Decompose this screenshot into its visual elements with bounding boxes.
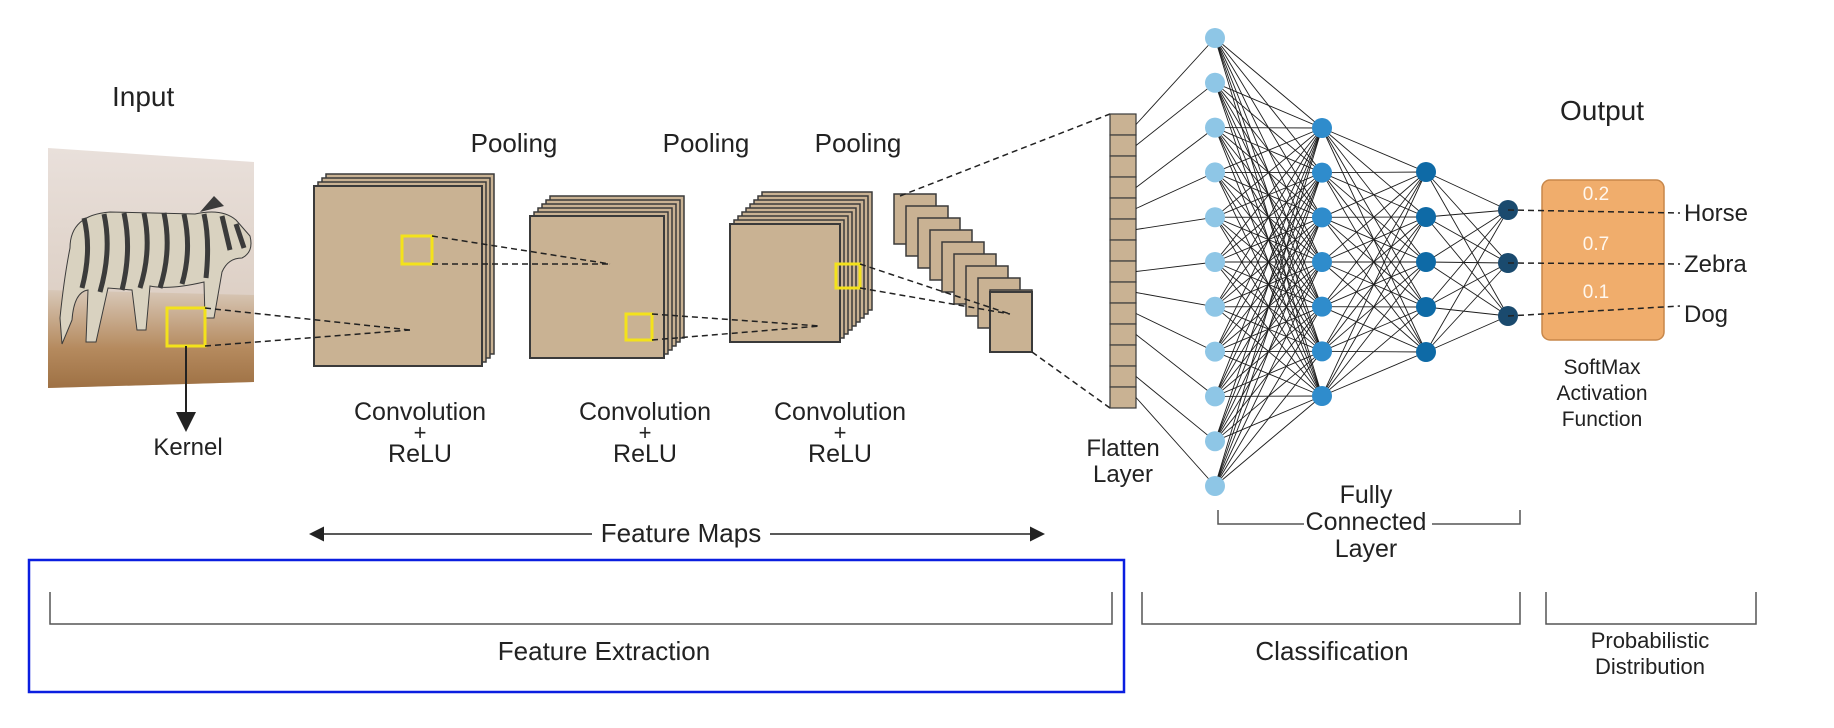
class-label: Zebra bbox=[1684, 251, 1747, 278]
fc-bracket bbox=[1217, 510, 1521, 525]
neuron bbox=[1416, 207, 1436, 227]
neuron bbox=[1416, 162, 1436, 182]
flatten-cell bbox=[1109, 260, 1137, 283]
neuron bbox=[1312, 118, 1332, 138]
flatten-cell bbox=[1109, 323, 1137, 346]
neuron bbox=[1205, 476, 1225, 496]
feature-maps-conv1 bbox=[313, 173, 495, 367]
flatten-cell bbox=[1109, 218, 1137, 241]
pooled-maps bbox=[893, 193, 1033, 353]
neuron bbox=[1416, 297, 1436, 317]
neuron bbox=[1205, 252, 1225, 272]
probabilistic-label: Probabilistic bbox=[1591, 628, 1710, 653]
svg-text:ReLU: ReLU bbox=[388, 440, 452, 468]
pooling-label-1: Pooling bbox=[471, 128, 558, 158]
svg-text:ReLU: ReLU bbox=[613, 440, 677, 468]
conv-label-3: Convolution bbox=[774, 398, 906, 426]
flatten-cell bbox=[1109, 365, 1137, 388]
softmax-box bbox=[1541, 179, 1665, 341]
flatten-cell bbox=[1109, 281, 1137, 304]
probabilistic-bracket bbox=[1545, 592, 1757, 625]
neuron bbox=[1205, 72, 1225, 93]
flatten-cell bbox=[1109, 239, 1137, 262]
network-neurons bbox=[1205, 28, 1518, 496]
svg-text:+: + bbox=[639, 420, 652, 445]
svg-text:ReLU: ReLU bbox=[808, 440, 872, 468]
svg-text:Function: Function bbox=[1562, 408, 1643, 431]
neuron bbox=[1312, 386, 1332, 406]
flatten-cell bbox=[1109, 176, 1137, 199]
fc-label: Fully bbox=[1340, 481, 1393, 509]
flatten-cell bbox=[1109, 134, 1137, 157]
flatten-cell bbox=[1109, 302, 1137, 325]
input-label: Input bbox=[112, 81, 174, 112]
receptive-field-lines bbox=[204, 113, 1111, 409]
probability-value: 0.7 bbox=[1583, 234, 1609, 255]
neuron bbox=[1205, 162, 1225, 183]
class-label: Dog bbox=[1684, 301, 1728, 328]
neuron bbox=[1312, 162, 1332, 183]
neuron bbox=[1416, 342, 1436, 362]
neuron bbox=[1205, 431, 1225, 452]
feature-extraction-bracket bbox=[49, 592, 1113, 625]
output-connector bbox=[1507, 305, 1681, 317]
svg-text:+: + bbox=[834, 420, 847, 445]
output-connector bbox=[1507, 262, 1681, 265]
svg-text:+: + bbox=[414, 420, 427, 445]
zebra-image bbox=[48, 148, 254, 388]
flatten-cell bbox=[1109, 197, 1137, 220]
output-connector bbox=[1507, 209, 1681, 214]
feature-maps-conv3 bbox=[729, 191, 873, 343]
classification-label: Classification bbox=[1255, 636, 1408, 666]
conv-label-2: Convolution bbox=[579, 398, 711, 426]
neuron bbox=[1312, 341, 1332, 362]
svg-text:Layer: Layer bbox=[1335, 535, 1398, 563]
classification-bracket bbox=[1141, 592, 1521, 625]
neuron bbox=[1312, 296, 1332, 317]
conv-label-1: Convolution bbox=[354, 398, 486, 426]
neuron bbox=[1205, 296, 1225, 317]
kernel-label: Kernel bbox=[153, 434, 222, 461]
neuron bbox=[1312, 252, 1332, 272]
flatten-label: Flatten bbox=[1086, 435, 1159, 462]
neuron bbox=[1205, 386, 1225, 407]
flatten-layer bbox=[1109, 113, 1137, 409]
feature-maps-conv2 bbox=[529, 195, 685, 359]
class-label: Horse bbox=[1684, 200, 1748, 227]
probability-value: 0.1 bbox=[1583, 282, 1609, 303]
neuron bbox=[1205, 207, 1225, 228]
svg-text:Activation: Activation bbox=[1556, 382, 1647, 405]
probability-value: 0.2 bbox=[1583, 184, 1609, 205]
output-label: Output bbox=[1560, 95, 1644, 126]
svg-text:Layer: Layer bbox=[1093, 461, 1153, 488]
neuron bbox=[1205, 117, 1225, 138]
svg-text:Connected: Connected bbox=[1306, 508, 1427, 536]
neuron bbox=[1205, 28, 1225, 48]
feature-extraction-label: Feature Extraction bbox=[498, 636, 710, 666]
flatten-cell bbox=[1109, 344, 1137, 367]
flatten-cell bbox=[1109, 386, 1137, 409]
feature-maps-label: Feature Maps bbox=[601, 518, 761, 548]
pooling-label-2: Pooling bbox=[663, 128, 750, 158]
svg-text:Distribution: Distribution bbox=[1595, 654, 1705, 679]
neuron bbox=[1416, 252, 1436, 272]
flatten-cell bbox=[1109, 113, 1137, 136]
network-connections bbox=[1135, 37, 1509, 487]
feature-extraction-highlight bbox=[27, 558, 1126, 694]
softmax-label: SoftMax bbox=[1563, 356, 1641, 379]
pooling-label-3: Pooling bbox=[815, 128, 902, 158]
neuron bbox=[1205, 341, 1225, 362]
neuron bbox=[1312, 207, 1332, 228]
flatten-cell bbox=[1109, 155, 1137, 178]
